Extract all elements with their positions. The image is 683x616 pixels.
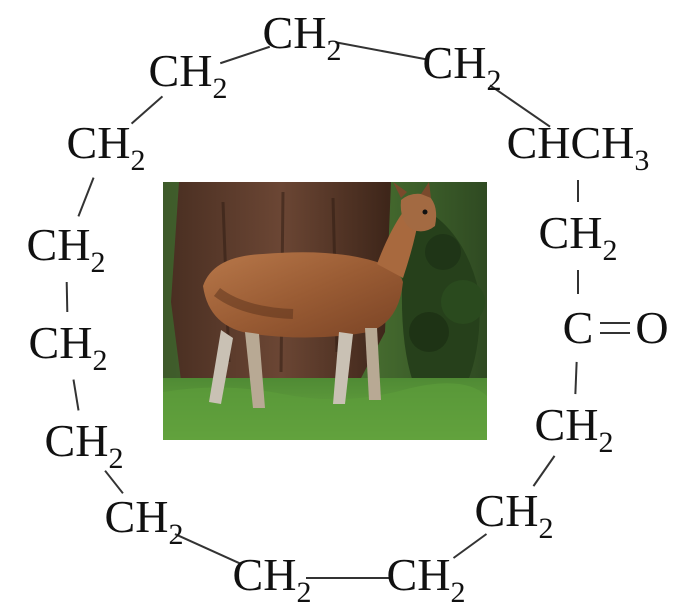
ring-group-12: CH2: [26, 219, 106, 280]
oxygen-atom: O: [635, 302, 669, 353]
musk-deer-photo: [163, 182, 487, 440]
ring-bond: [174, 533, 242, 565]
ring-bond: [219, 45, 271, 65]
group-subscript: 2: [90, 246, 106, 279]
ring-group-8: CH2: [232, 549, 312, 610]
group-main-text: CH: [538, 207, 603, 258]
group-subscript: 2: [130, 144, 146, 177]
ring-bond: [130, 95, 164, 125]
group-main-text: CH: [26, 219, 91, 270]
group-main-text: CH: [66, 117, 131, 168]
ring-bond: [77, 177, 95, 217]
group-main-text: CH: [262, 7, 327, 58]
ring-group-11: CH2: [28, 317, 108, 378]
ring-bond: [489, 84, 551, 128]
group-subscript: 2: [598, 426, 614, 459]
ring-group-9: CH2: [104, 491, 184, 552]
group-main-text: CH: [148, 45, 213, 96]
ring-bond: [335, 41, 429, 61]
group-main-text: CH: [28, 317, 93, 368]
group-subscript: 2: [602, 234, 618, 267]
group-subscript: 2: [108, 442, 124, 475]
group-subscript: 2: [296, 576, 312, 609]
ring-bond: [72, 379, 80, 411]
group-main-text: CH: [386, 549, 451, 600]
group-main-text: CH: [104, 491, 169, 542]
group-subscript: 3: [634, 144, 650, 177]
group-subscript: 2: [486, 64, 502, 97]
ring-group-13: CH2: [66, 117, 146, 178]
group-subscript: 2: [450, 576, 466, 609]
group-main-text: CH: [44, 415, 109, 466]
ring-group-6: CH2: [474, 485, 554, 546]
group-subscript: 2: [92, 344, 108, 377]
ring-group-5: CH2: [534, 399, 614, 460]
ring-bond: [104, 470, 124, 494]
deer-illustration: [163, 182, 487, 440]
ring-group-7: CH2: [386, 549, 466, 610]
ring-group-0: CH2: [262, 7, 342, 68]
group-subscript: 2: [326, 34, 342, 67]
ring-group-1: CH2: [422, 37, 502, 98]
ring-group-10: CH2: [44, 415, 124, 476]
ring-group-3: CH2: [538, 207, 618, 268]
ring-group-2: CHCH3: [506, 117, 650, 178]
group-main-text: CH: [534, 399, 599, 450]
group-main-text: CH: [232, 549, 297, 600]
ring-bond: [452, 533, 488, 559]
group-main-text: C: [562, 302, 594, 353]
group-subscript: 2: [212, 72, 228, 105]
group-main-text: CH: [474, 485, 539, 536]
group-main-text: CH: [422, 37, 487, 88]
group-subscript: 2: [538, 512, 554, 545]
group-subscript: 2: [168, 518, 184, 551]
ring-bond: [574, 361, 578, 395]
ring-bond: [65, 281, 69, 313]
group-main-text: CHCH: [506, 117, 635, 168]
ring-group-4: C: [563, 305, 594, 351]
ring-bond: [532, 455, 556, 487]
ring-group-14: CH2: [148, 45, 228, 106]
